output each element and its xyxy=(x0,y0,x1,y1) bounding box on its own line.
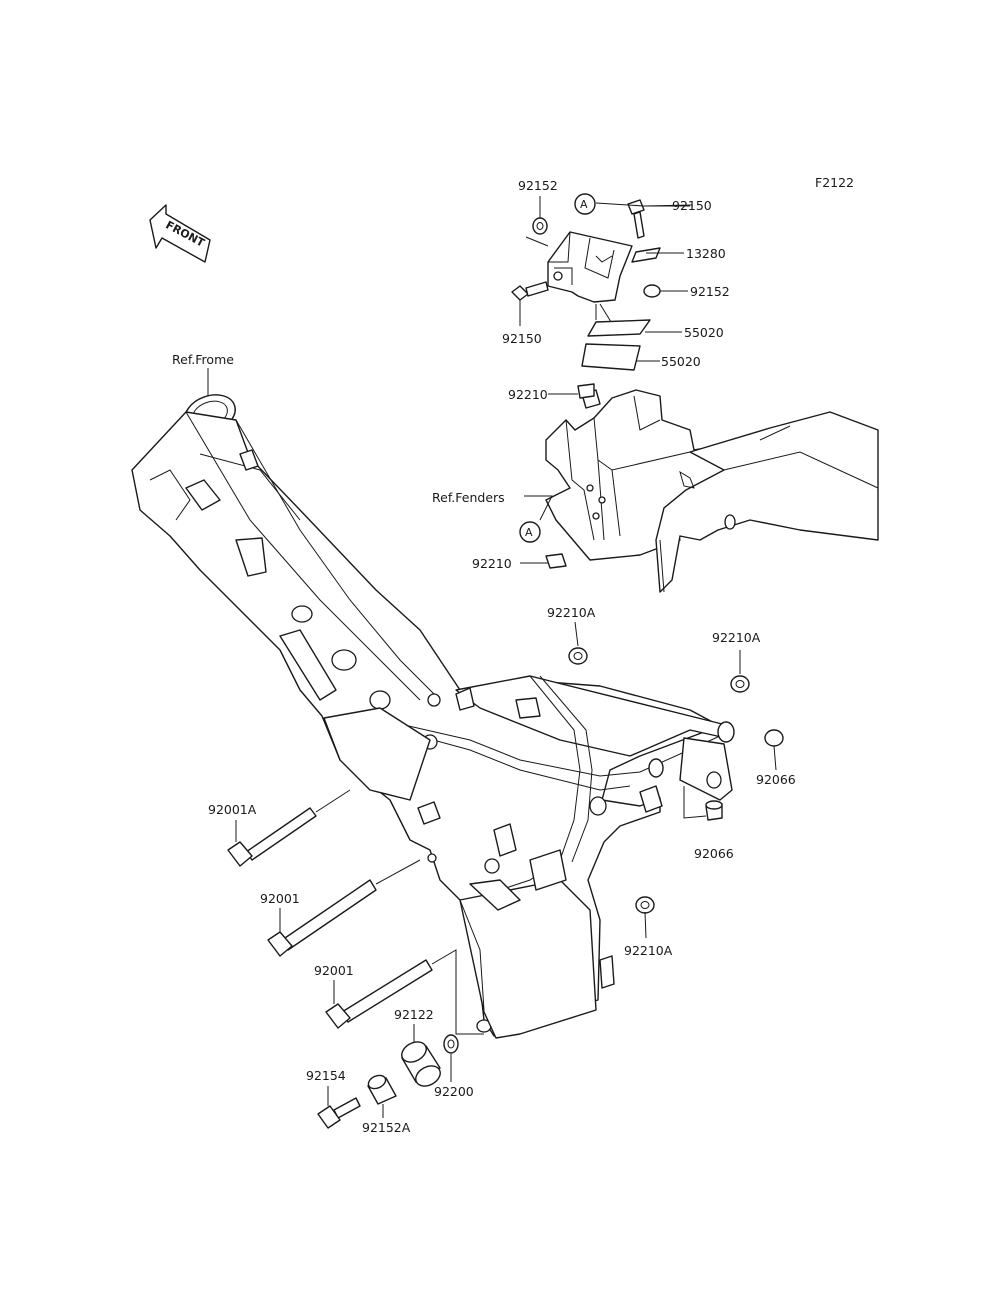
label-92001A: 92001A xyxy=(208,802,257,817)
clip-92210-top xyxy=(577,383,595,399)
label-92066-b: 92066 xyxy=(694,846,734,861)
label-92200: 92200 xyxy=(434,1084,474,1099)
bolt-92001A xyxy=(227,807,317,867)
bracket-13280 xyxy=(547,231,633,303)
collar-92122 xyxy=(401,1041,441,1087)
nut-92210A-3 xyxy=(635,896,655,914)
ref-frame-label: Ref.Frome xyxy=(172,352,234,367)
main-frame xyxy=(131,394,735,1039)
front-arrow-icon: FRONT xyxy=(149,204,211,263)
label-92150-top: 92150 xyxy=(672,198,712,213)
label-92210A-2: 92210A xyxy=(712,630,761,645)
label-92152-top: 92152 xyxy=(518,178,558,193)
plate-13280 xyxy=(631,247,661,263)
clip-92210-bottom xyxy=(545,553,567,569)
nut-92152-right xyxy=(643,284,661,298)
label-55020-b: 55020 xyxy=(661,354,701,369)
bolt-92150-top xyxy=(627,199,645,239)
ref-fenders-label: Ref.Fenders xyxy=(432,490,505,505)
label-92210-bottom: 92210 xyxy=(472,556,512,571)
sleeve-92152A xyxy=(367,1074,397,1105)
label-92152A: 92152A xyxy=(362,1120,411,1135)
figure-code: F2122 xyxy=(815,175,854,190)
cap-92066-b xyxy=(705,800,723,821)
label-92154: 92154 xyxy=(306,1068,346,1083)
label-92150-left: 92150 xyxy=(502,331,542,346)
svg-text:A: A xyxy=(525,526,533,539)
callout-a-top: A xyxy=(574,193,596,215)
bolt-92154 xyxy=(317,1097,361,1129)
washer-92200 xyxy=(443,1034,459,1054)
bolt-92001-a xyxy=(267,879,377,957)
leader-lines xyxy=(207,196,777,1118)
rear-fender xyxy=(655,411,879,593)
label-sticker-55020-b xyxy=(581,343,641,371)
bolt-92001-b xyxy=(325,959,433,1029)
label-92122: 92122 xyxy=(394,1007,434,1022)
label-13280: 13280 xyxy=(686,246,726,261)
svg-text:A: A xyxy=(580,198,588,211)
callout-a-bottom: A xyxy=(519,521,541,543)
cap-92066-a xyxy=(764,729,784,747)
label-92001-a: 92001 xyxy=(260,891,300,906)
label-sticker-55020-a xyxy=(587,319,651,337)
guide-line xyxy=(525,236,549,247)
nut-92152-top xyxy=(532,217,548,235)
bolt-92150-left xyxy=(511,281,549,301)
label-92210A-1: 92210A xyxy=(547,605,596,620)
label-92066-a: 92066 xyxy=(756,772,796,787)
label-92210-top: 92210 xyxy=(508,387,548,402)
label-92152-right: 92152 xyxy=(690,284,730,299)
nut-92210A-2 xyxy=(730,675,750,693)
label-92210A-3: 92210A xyxy=(624,943,673,958)
label-92001-b: 92001 xyxy=(314,963,354,978)
nut-92210A-1 xyxy=(568,647,588,665)
label-55020-a: 55020 xyxy=(684,325,724,340)
